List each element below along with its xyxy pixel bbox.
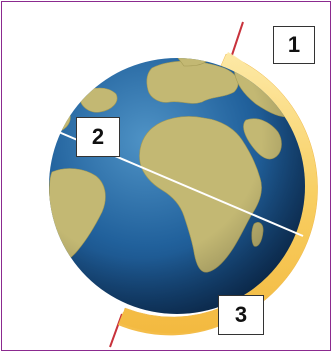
label-box-2: 2: [76, 117, 120, 157]
label-3-text: 3: [234, 302, 248, 327]
label-2-text: 2: [91, 124, 105, 149]
diagram-frame: 1 2 3: [1, 1, 331, 351]
rotation-axis-bottom: [109, 313, 123, 348]
label-box-1: 1: [273, 26, 315, 64]
rotation-axis-top: [230, 21, 244, 59]
globe-shading: [49, 58, 305, 314]
label-1-text: 1: [287, 32, 301, 57]
label-box-3: 3: [218, 295, 264, 335]
